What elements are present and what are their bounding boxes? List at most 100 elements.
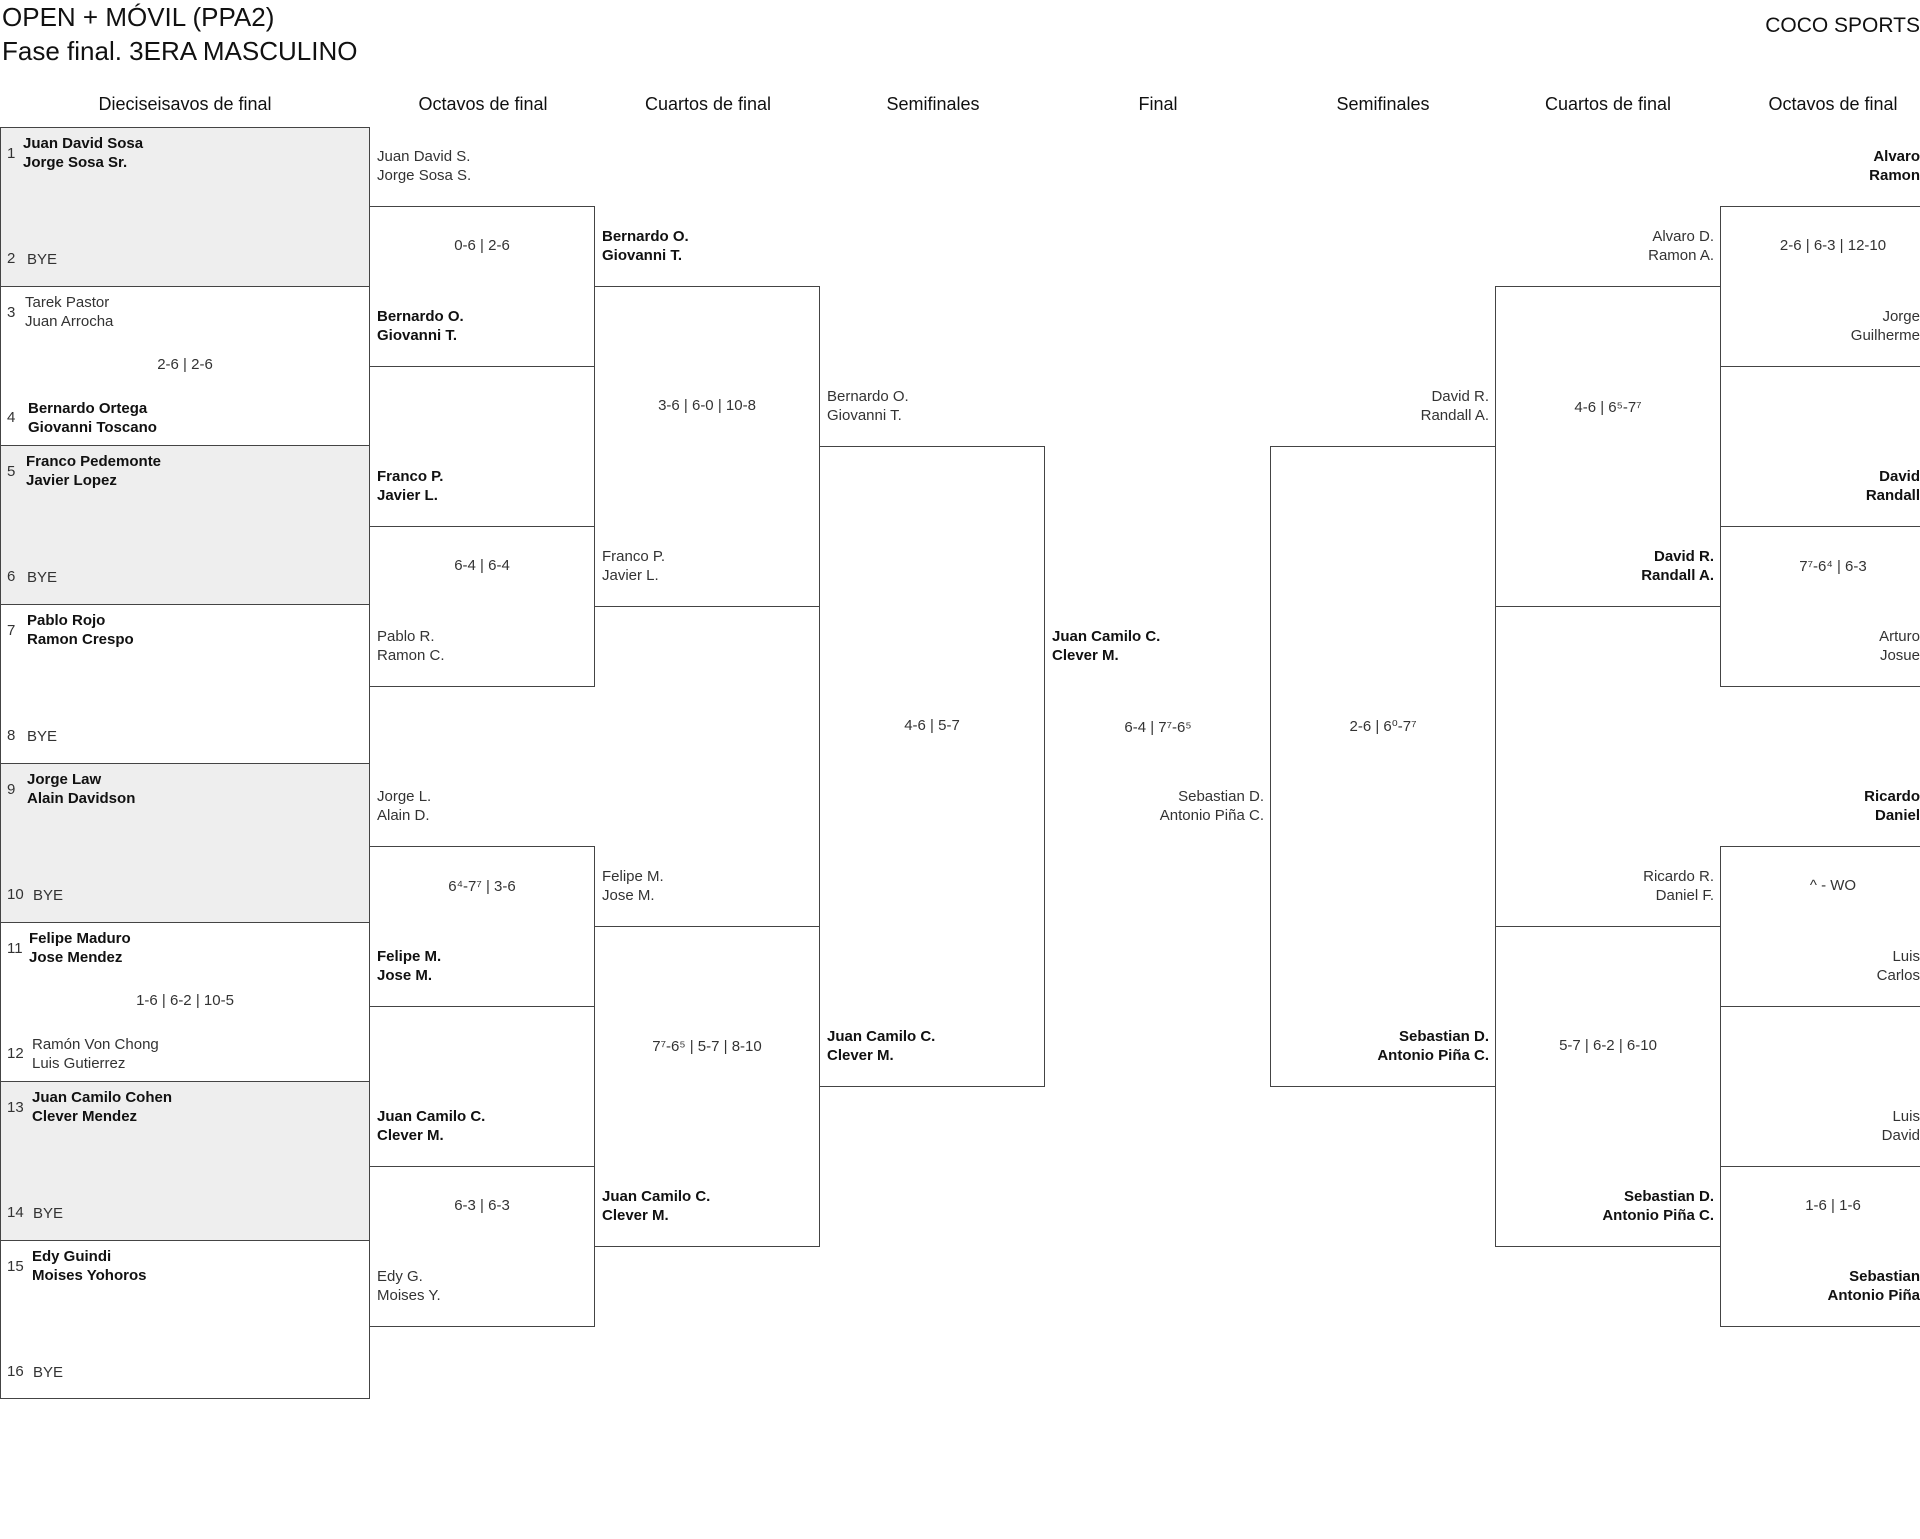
player-name: Alain Davidson [27, 790, 136, 807]
team-entry: Franco P.Javier L. [602, 547, 665, 585]
bye-label: BYE [27, 251, 58, 268]
match-score: ^ - WO [1809, 877, 1857, 894]
player-name: Jorge L. [377, 788, 432, 805]
player-name: Javier L. [602, 567, 659, 584]
column-header-r32-left: Dieciseisavos de final [98, 94, 272, 114]
player-name: Franco P. [377, 468, 444, 485]
column-header-final: Final [1138, 94, 1178, 114]
player-name: Juan Camilo C. [1052, 628, 1161, 645]
bye-label: BYE [27, 569, 58, 586]
player-name: Alvaro D. [1652, 228, 1714, 245]
column-header-qf-right: Cuartos de final [1544, 94, 1672, 114]
team-entry: Felipe M.Jose M. [377, 947, 441, 985]
player-name: Randall [1865, 487, 1920, 504]
brand-name: COCO SPORTS [1765, 14, 1920, 37]
player-name: Jose M. [602, 887, 655, 904]
player-name: Juan Camilo C. [377, 1108, 486, 1125]
bye-label: BYE [33, 1364, 64, 1381]
team-entry: Franco P.Javier L. [377, 467, 443, 505]
connector-qf-right-2 [1495, 926, 1721, 1247]
match-score: 2-6 | 2-6 [157, 356, 213, 373]
column-header-r16-left: Octavos de final [418, 94, 548, 114]
team-entry: David R. Randall A. [1641, 547, 1714, 585]
seed-number: 6 [7, 568, 16, 585]
player-name: Alain D. [377, 807, 430, 824]
team-entry: Edy G.Moises Y. [377, 1267, 441, 1305]
final-score: 6-4 | 7⁷-6⁵ [1124, 719, 1192, 736]
player-name: Ramón Von Chong [32, 1036, 159, 1053]
team-entry: Alvaro D.Ramon A. [1648, 227, 1714, 265]
player-name: Jose M. [377, 967, 433, 984]
column-header-qf-left: Cuartos de final [644, 94, 772, 114]
match-score: 6-4 | 6-4 [454, 557, 510, 574]
seed-number: 16 [7, 1363, 24, 1380]
player-name: Sebastian [1849, 1268, 1920, 1285]
match-box-r32-5 [0, 763, 370, 923]
player-name: Franco Pedemonte [26, 453, 162, 470]
match-score: 4-6 | 5-7 [904, 717, 960, 734]
seed-number: 5 [7, 463, 16, 480]
player-name: Antonio Piña [1827, 1287, 1920, 1304]
match-score: 1-6 | 1-6 [1805, 1197, 1861, 1214]
player-name: Bernardo O. [827, 388, 909, 405]
player-name: Pablo R. [377, 628, 435, 645]
team-entry: Juan David S.Jorge Sosa S. [377, 147, 471, 185]
player-name: Clever Mendez [32, 1108, 138, 1125]
player-name: Josue [1879, 647, 1920, 664]
seed-number: 10 [7, 886, 24, 903]
team-entry: Sebastian D.Antonio Piña C. [1602, 1187, 1714, 1225]
match-score: 7⁷-6⁵ | 5-7 | 8-10 [652, 1038, 762, 1055]
connector-sf-right [1270, 446, 1496, 1087]
team-entry: David R.Randall A. [1421, 387, 1489, 425]
player-name: Luis Gutierrez [32, 1055, 126, 1072]
match-score: 2-6 | 6-3 | 12-10 [1779, 237, 1887, 254]
tournament-name: OPEN + MÓVIL (PPA2) [2, 2, 275, 32]
player-name: Bernardo Ortega [28, 400, 148, 417]
connector-r16-right-3 [1720, 846, 1920, 1007]
player-name: Edy G. [377, 1268, 423, 1285]
team-entry: Juan Camilo C.Clever M. [602, 1187, 710, 1225]
page-title: OPEN + MÓVIL (PPA2) Fase final. 3ERA MAS… [2, 0, 357, 68]
connector-r16-right-4 [1720, 1166, 1920, 1327]
player-name: Giovanni T. [602, 247, 683, 264]
player-name: Sebastian D. [1623, 1188, 1714, 1205]
connector-r16-right-1 [1720, 206, 1920, 367]
phase-name: Fase final. 3ERA MASCULINO [2, 36, 358, 66]
player-name: Ramon C. [377, 647, 445, 664]
player-name: Daniel F. [1655, 887, 1714, 904]
column-header-sf-left: Semifinales [886, 94, 980, 114]
player-name: Giovanni T. [377, 327, 458, 344]
player-name: Juan Arrocha [25, 313, 114, 330]
player-name: Clever M. [827, 1047, 894, 1064]
match-score: 6⁴-7⁷ | 3-6 [448, 878, 516, 895]
player-name: Felipe Maduro [29, 930, 131, 947]
match-box-r32-3 [0, 445, 370, 605]
player-name: Pablo Rojo [27, 612, 106, 629]
team-entry: Pablo R. Ramon C. [377, 627, 445, 665]
seed-number: 12 [7, 1045, 24, 1062]
player-name: Arturo [1879, 628, 1920, 645]
team-entry: Felipe M.Jose M. [602, 867, 664, 905]
player-name: Ramon [1869, 167, 1920, 184]
match-score: 5-7 | 6-2 | 6-10 [1559, 1037, 1657, 1054]
connector-qf-right-1 [1495, 286, 1721, 607]
team-entry: Sebastian D.Antonio Piña C. [1377, 1027, 1489, 1065]
player-name: Randall A. [1641, 567, 1714, 584]
player-name: Ricardo [1864, 788, 1920, 805]
player-name: Juan Camilo C. [827, 1028, 936, 1045]
match-box-r32-1 [0, 127, 370, 287]
team-entry: Juan Camilo C. Clever M. [827, 1027, 935, 1065]
player-name: David R. [1653, 548, 1714, 565]
